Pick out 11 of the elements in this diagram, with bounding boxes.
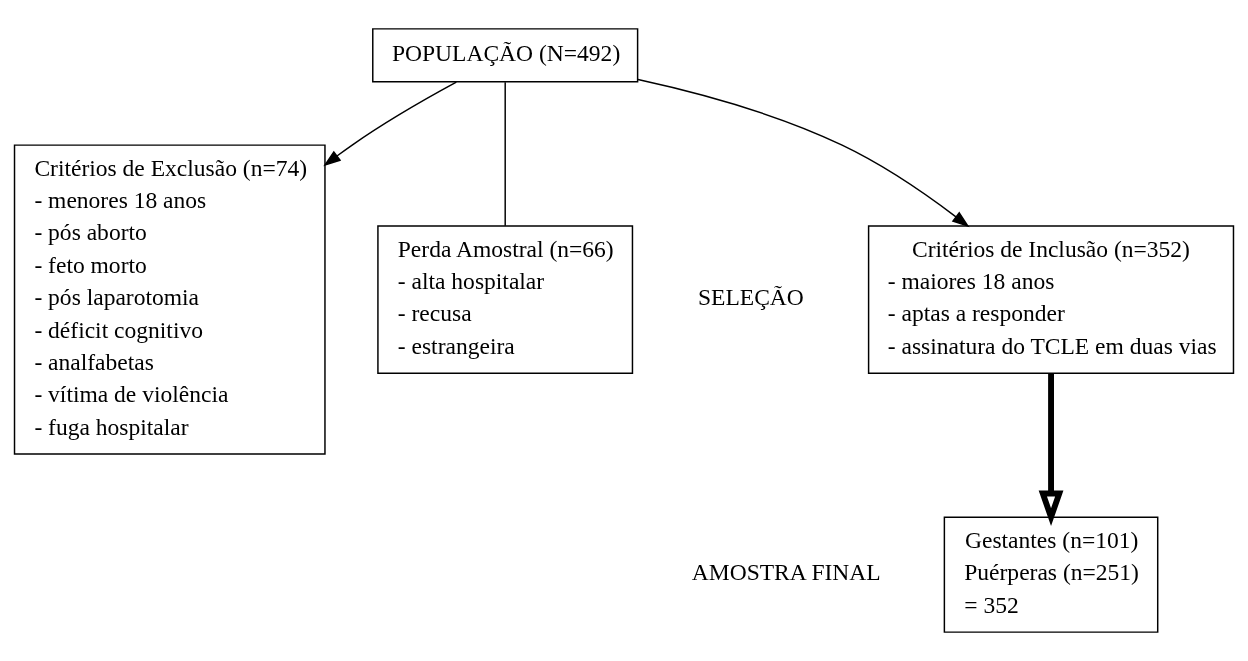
node-box: Perda Amostral (n=66) - alta hospitalar - recusa - estrangeira	[377, 225, 634, 374]
arrow	[323, 81, 458, 167]
connector	[504, 81, 506, 227]
node-box: Gestantes (n=101) Puérperas (n=251) = 352	[943, 516, 1159, 633]
arrow	[1038, 373, 1064, 526]
node-box: Critérios de Inclusão (n=352) - maiores 18 anos - aptas a responder - assinatura do TCLE em duas vias	[867, 225, 1235, 374]
node-box: POPULAÇÃO (N=492)	[372, 28, 639, 83]
arrow	[637, 78, 970, 228]
node-label: SELEÇÃO	[697, 284, 804, 311]
node-label: AMOSTRA FINAL	[691, 559, 881, 586]
node-box: Critérios de Exclusão (n=74) - menores 18 anos - pós aborto - feto morto - pós laparotomia - déficit cognitivo - analfabetas - vítima de violência - fuga hospitalar	[13, 144, 326, 455]
